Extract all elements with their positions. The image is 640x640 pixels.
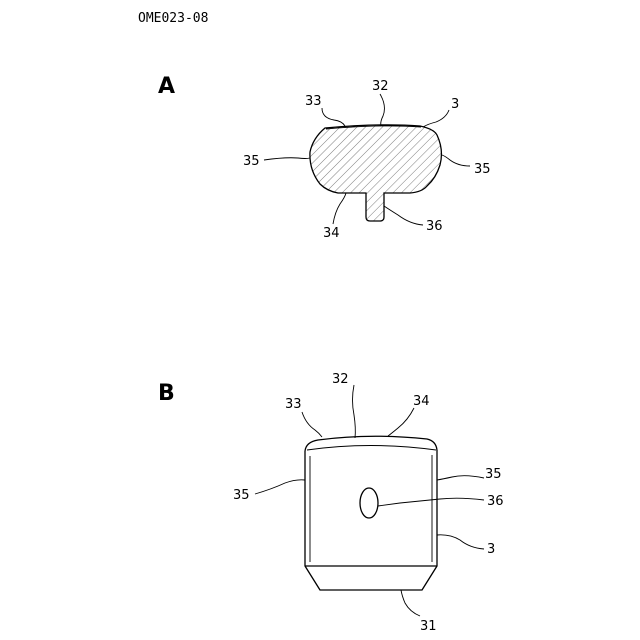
ref-a-34: 34 xyxy=(323,226,340,241)
figure-a: A 33 32 3 35 35 34 36 xyxy=(158,74,491,241)
leader-b-31 xyxy=(401,590,420,616)
leader-b-35-right xyxy=(437,476,484,480)
ref-b-3: 3 xyxy=(487,542,495,557)
ref-b-35-right: 35 xyxy=(485,467,502,482)
leader-b-34 xyxy=(388,408,414,436)
figure-b-label: B xyxy=(158,381,175,406)
ref-a-36: 36 xyxy=(426,219,443,234)
ref-b-36: 36 xyxy=(487,494,504,509)
leader-b-35-left xyxy=(255,480,305,494)
document-id: OME023-08 xyxy=(138,11,208,26)
ref-b-32: 32 xyxy=(332,372,349,387)
leader-a-36 xyxy=(384,206,423,225)
ref-a-35-right: 35 xyxy=(474,162,491,177)
leader-a-32 xyxy=(380,94,384,126)
leader-b-3 xyxy=(437,535,484,549)
ref-a-32: 32 xyxy=(372,79,389,94)
figure-b: B 32 33 34 35 35 36 3 31 xyxy=(158,372,504,634)
ref-a-33: 33 xyxy=(305,94,322,109)
ref-b-34: 34 xyxy=(413,394,430,409)
leader-a-35-right xyxy=(442,155,470,166)
hole-36 xyxy=(360,488,378,518)
ref-a-3: 3 xyxy=(451,97,459,112)
leader-b-32 xyxy=(353,385,356,438)
bottom-taper xyxy=(305,566,437,590)
leader-a-3 xyxy=(423,110,449,127)
cross-section-body xyxy=(310,125,442,221)
ref-b-33: 33 xyxy=(285,397,302,412)
leader-a-33 xyxy=(322,108,345,126)
top-cap xyxy=(305,436,437,451)
ref-b-35-left: 35 xyxy=(233,488,250,503)
main-body xyxy=(305,450,437,566)
leader-b-33 xyxy=(302,412,322,437)
ref-b-31: 31 xyxy=(420,619,437,634)
leader-a-35-left xyxy=(264,158,310,160)
figure-a-label: A xyxy=(158,74,175,99)
ref-a-35-left: 35 xyxy=(243,154,260,169)
top-cap-edge xyxy=(307,446,436,451)
leader-b-36 xyxy=(378,498,484,506)
leader-a-34 xyxy=(333,193,346,224)
